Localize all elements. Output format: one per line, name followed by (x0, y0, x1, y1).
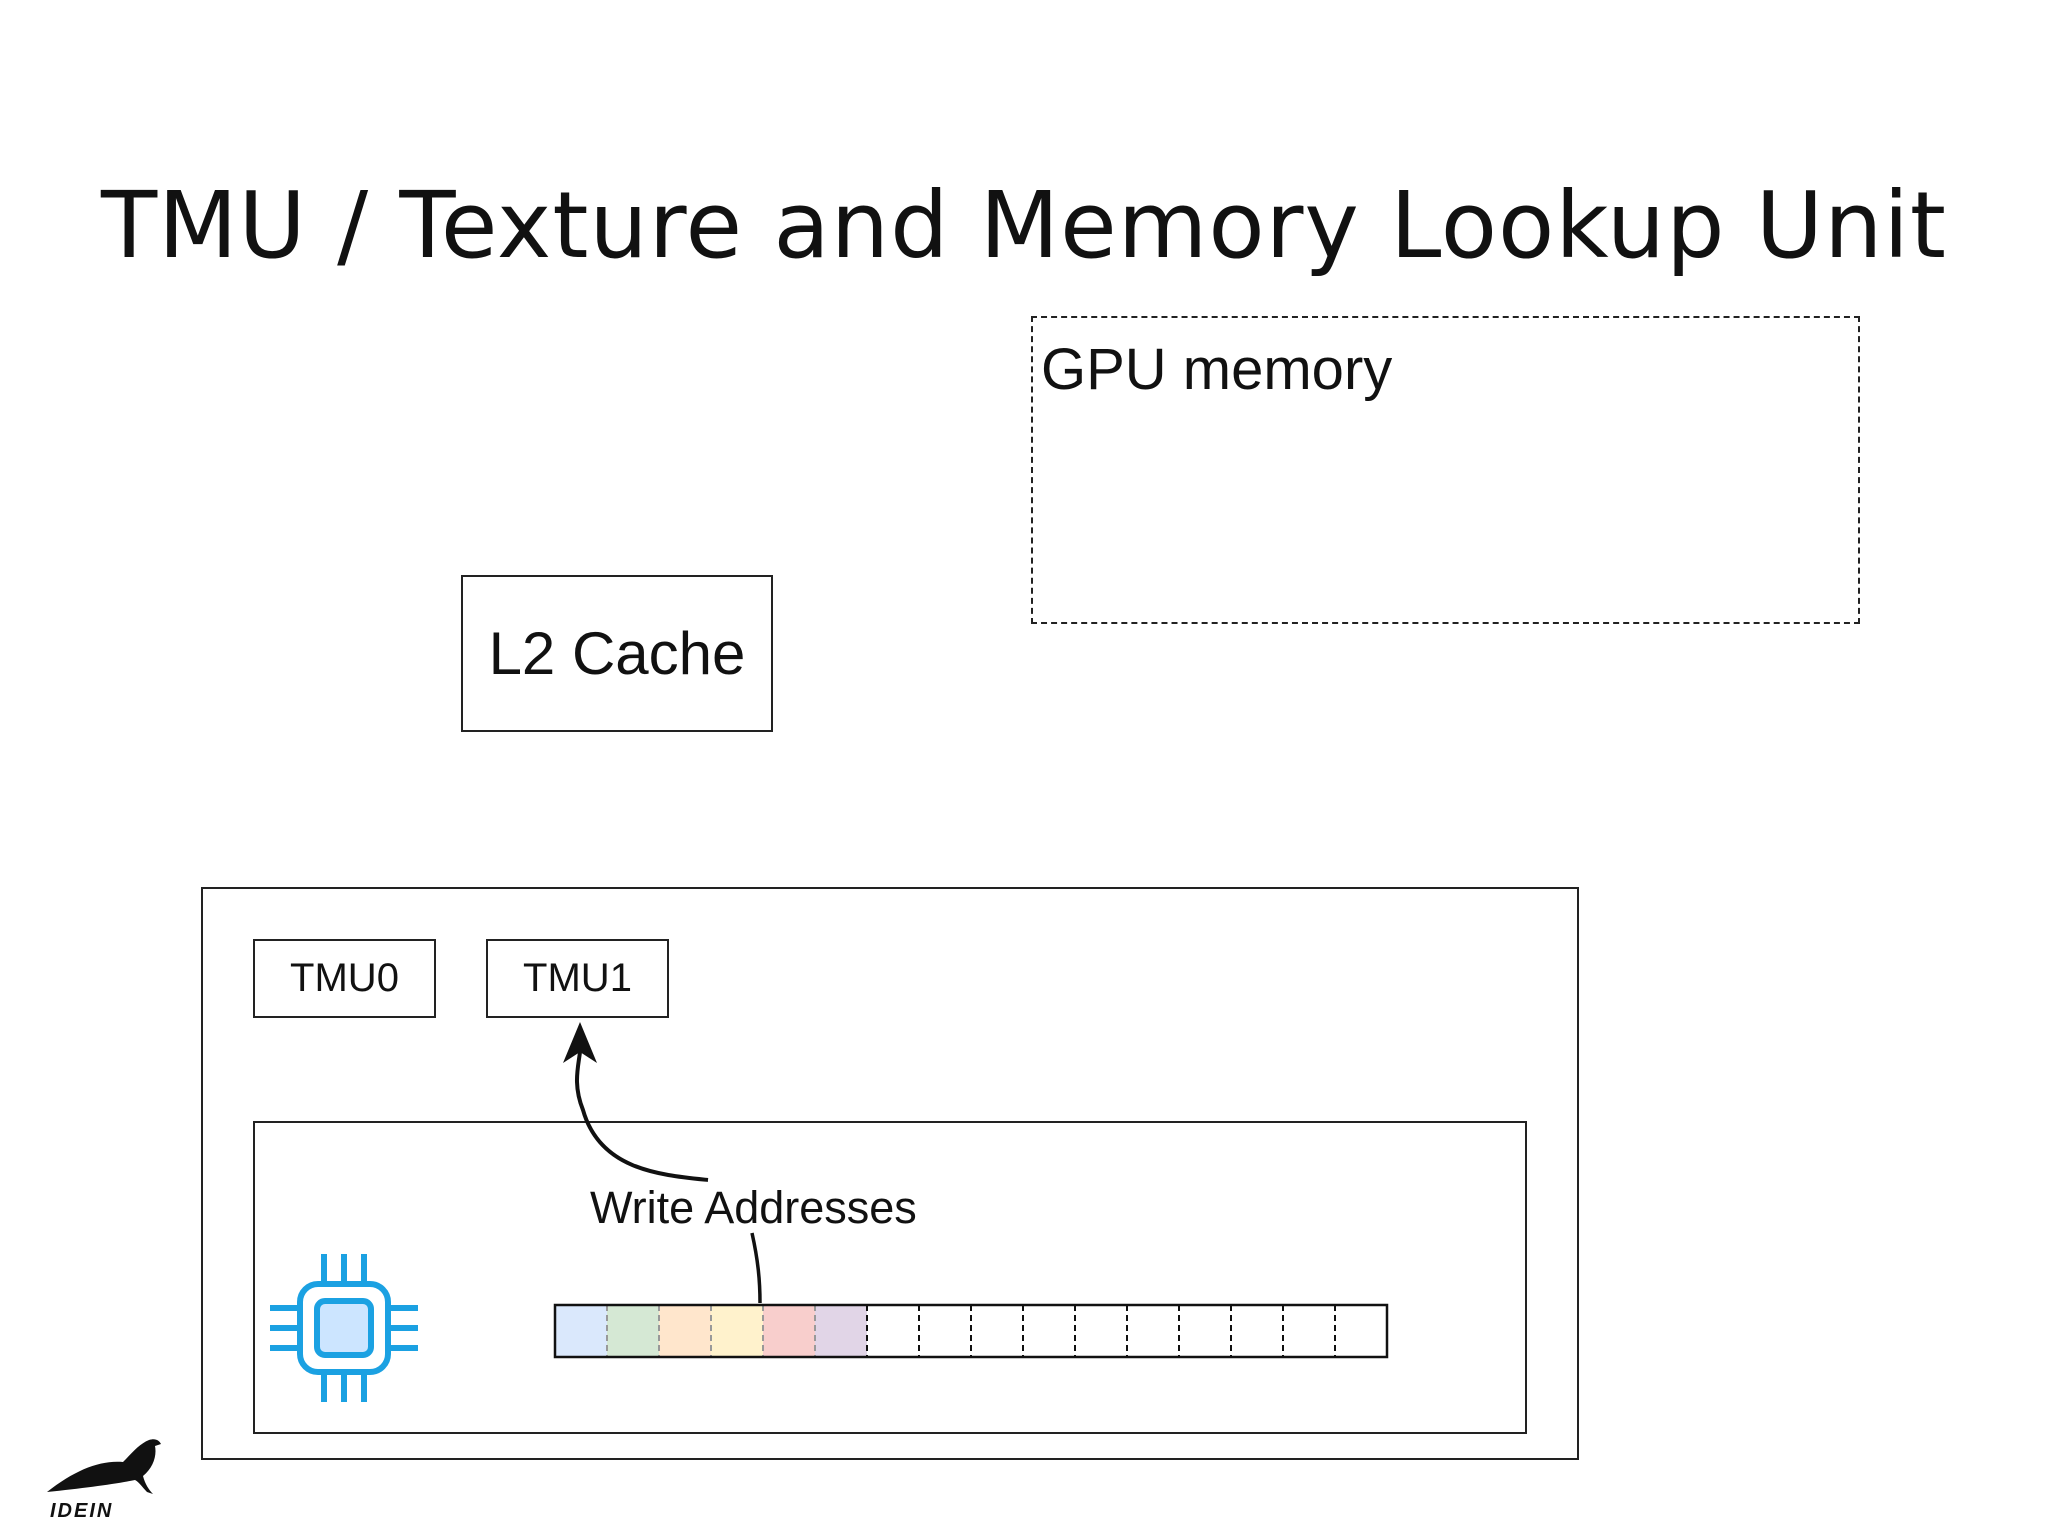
qpu-container (253, 1121, 1527, 1434)
fifo-slot (555, 1305, 607, 1357)
fifo-slot (1231, 1305, 1283, 1357)
fifo-slot (711, 1305, 763, 1357)
fifo-slot (659, 1305, 711, 1357)
l2-cache-label: L2 Cache (488, 620, 746, 687)
fifo-slot (1179, 1305, 1231, 1357)
gpu-memory-label: GPU memory (1041, 337, 1393, 402)
tmu1-box: TMU1 (486, 939, 669, 1018)
write-addresses-label: Write Addresses (590, 1182, 917, 1233)
qpu-slice-container (201, 887, 1579, 1460)
fifo-connector-line (750, 1232, 762, 1304)
tmu1-label: TMU1 (523, 956, 632, 1000)
fifo-slot (919, 1305, 971, 1357)
fifo-slot (1023, 1305, 1075, 1357)
fifo-slot (971, 1305, 1023, 1357)
fifo-slot (1283, 1305, 1335, 1357)
logo-text: IDEIN (50, 1500, 114, 1522)
fifo-slot (815, 1305, 867, 1357)
fifo-slot (1075, 1305, 1127, 1357)
tmu0-label: TMU0 (290, 956, 399, 1000)
raven-logo-icon (47, 1439, 161, 1494)
slide-title: TMU / Texture and Memory Lookup Unit (100, 172, 1948, 279)
write-addresses-arrow (575, 1051, 709, 1182)
gpu-memory-box: GPU memory (1031, 316, 1860, 624)
l2-cache-box: L2 Cache (461, 575, 773, 732)
fifo-slot (763, 1305, 815, 1357)
cpu-chip-icon (270, 1254, 418, 1402)
fifo-queue (553, 1303, 1389, 1359)
tmu0-box: TMU0 (253, 939, 436, 1018)
arrow-head (563, 1022, 597, 1063)
fifo-slot (1127, 1305, 1179, 1357)
fifo-slot (607, 1305, 659, 1357)
fifo-border (553, 1303, 1389, 1359)
fifo-slot (867, 1305, 919, 1357)
fifo-slot (1335, 1305, 1387, 1357)
